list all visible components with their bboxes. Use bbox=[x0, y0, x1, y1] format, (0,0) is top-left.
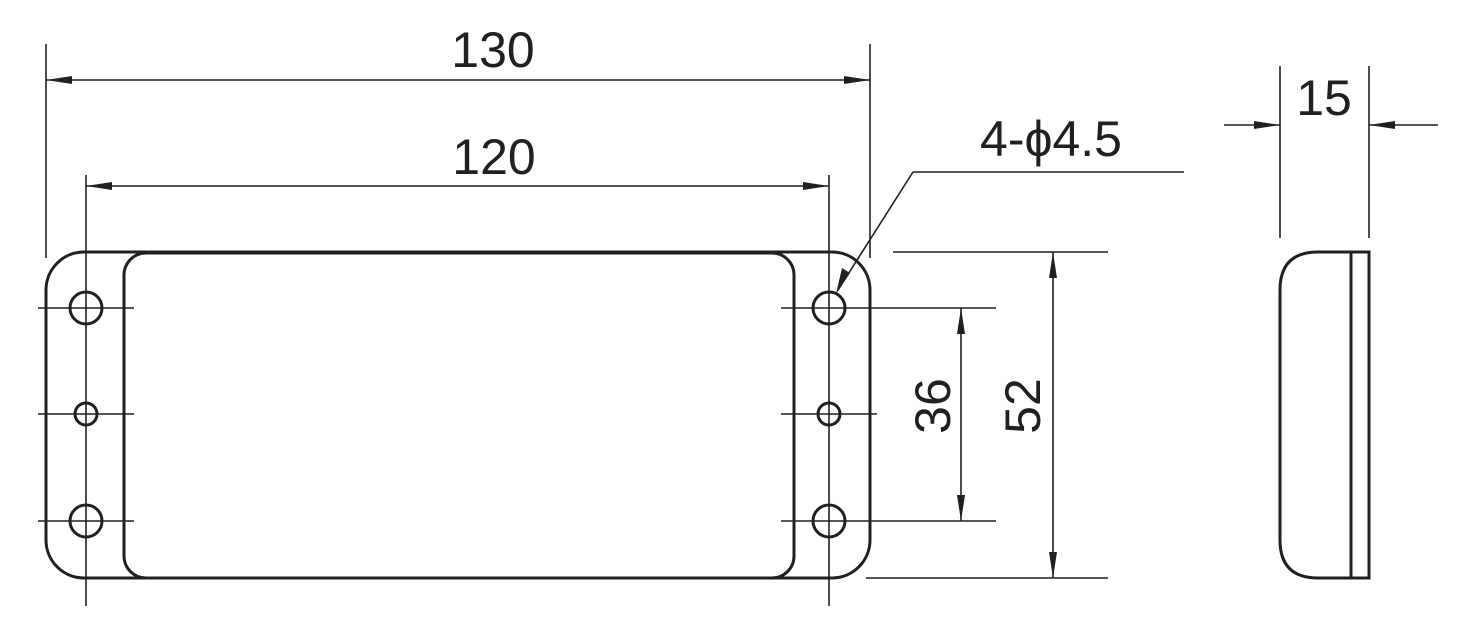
front-view bbox=[38, 175, 996, 606]
side-view bbox=[1278, 250, 1371, 580]
dimension-label-120: 120 bbox=[452, 129, 535, 185]
raised-panel-outline bbox=[122, 251, 796, 580]
dimension-overall-width: 52 bbox=[866, 251, 1108, 579]
dimension-label-15: 15 bbox=[1296, 70, 1352, 126]
dimension-overall-length: 130 bbox=[45, 22, 871, 258]
dimension-label-36: 36 bbox=[905, 378, 961, 434]
dimension-thickness: 15 bbox=[1224, 66, 1438, 238]
hole-centerlines bbox=[38, 175, 996, 606]
hole-callout-label: 4-ϕ4.5 bbox=[980, 111, 1122, 167]
dimension-hole-spacing-width: 36 bbox=[905, 308, 965, 521]
dimension-label-52: 52 bbox=[995, 378, 1051, 434]
plate-outline bbox=[44, 250, 872, 580]
dimension-hole-spacing-length: 120 bbox=[86, 129, 829, 190]
side-view-outline bbox=[1278, 250, 1371, 580]
hole-callout: 4-ϕ4.5 bbox=[836, 111, 1184, 294]
dimension-label-130: 130 bbox=[451, 22, 534, 78]
